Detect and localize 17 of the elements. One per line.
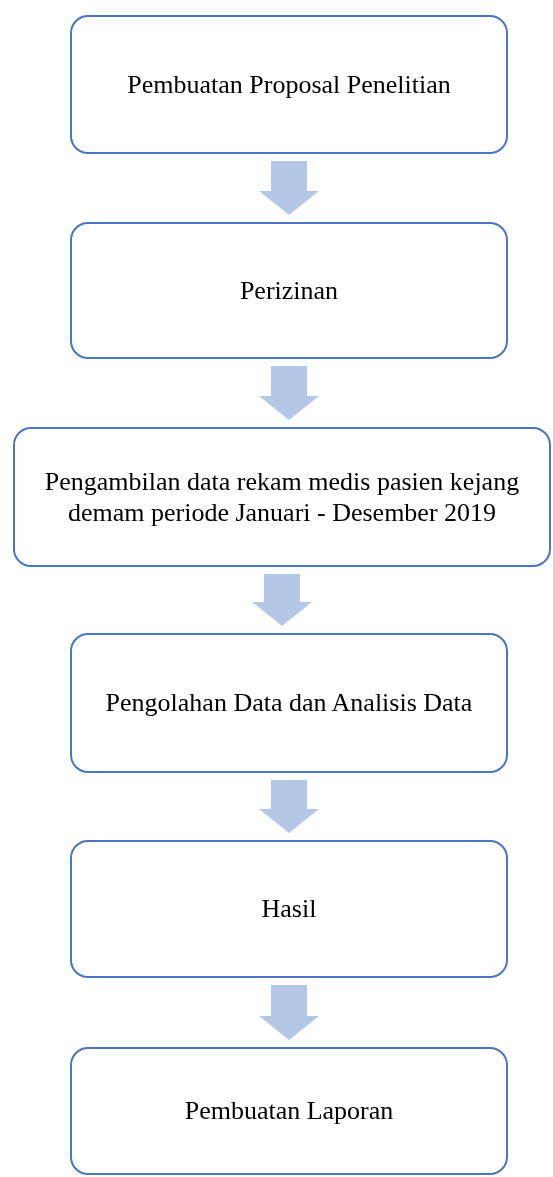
process-box — [70, 840, 508, 978]
arrow — [259, 780, 319, 833]
arrow — [259, 161, 319, 215]
process-box — [70, 15, 508, 154]
step-label: Hasil — [261, 893, 317, 925]
process-box — [70, 633, 508, 773]
step-label: Pembuatan Laporan — [184, 1095, 394, 1127]
step-label: Pengambilan data rekam medis pasien kejang demam periode Januari - Desember 2019 — [43, 465, 521, 529]
process-box — [13, 427, 551, 567]
step-label: Pembuatan Proposal Penelitian — [127, 68, 451, 101]
arrow — [259, 366, 319, 420]
arrow — [259, 985, 319, 1040]
step-label: Pengolahan Data dan Analisis Data — [105, 687, 473, 719]
process-box — [70, 222, 508, 359]
step-label: Perizinan — [239, 274, 339, 307]
process-box — [70, 1047, 508, 1175]
arrow — [252, 574, 312, 626]
